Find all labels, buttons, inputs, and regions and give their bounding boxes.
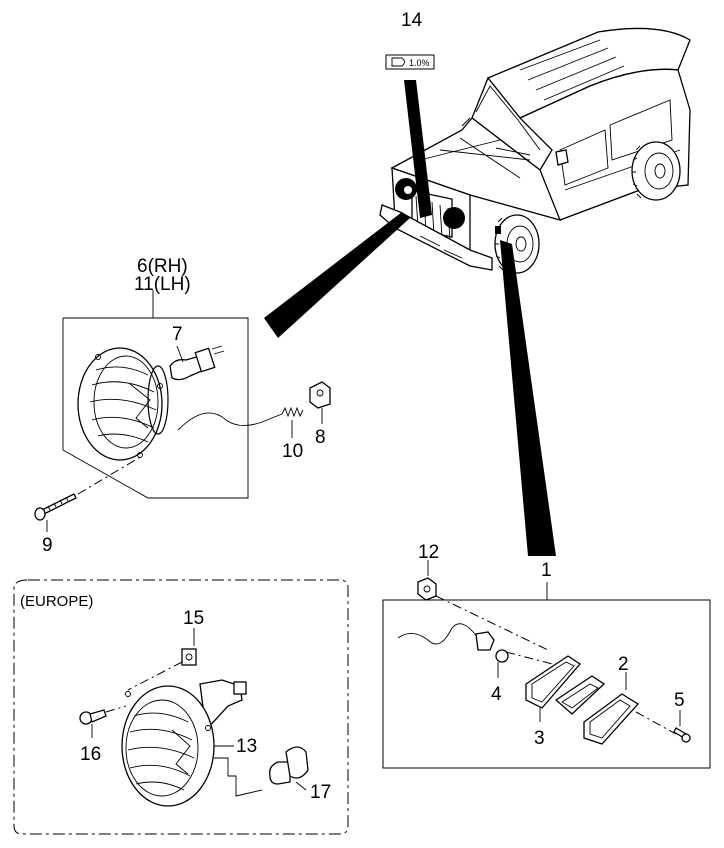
- leader-wedge-14: [404, 80, 432, 218]
- label-5: 5: [674, 690, 685, 711]
- screw-9: [34, 493, 77, 521]
- europe-label: (EUROPE): [20, 593, 93, 610]
- label-13: 13: [236, 736, 257, 757]
- headlamp-unit: [77, 347, 169, 461]
- europe-headlamp-13: [121, 679, 247, 807]
- leader-wedge-marker: [500, 240, 556, 556]
- bulb-4: [495, 649, 509, 663]
- gasket-3: [525, 655, 581, 709]
- bulb-17: [269, 746, 309, 785]
- label-14: 14: [401, 10, 423, 31]
- headlamp-box: [62, 290, 249, 499]
- label-16: 16: [80, 744, 101, 765]
- screw-16: [79, 709, 107, 725]
- badge-14: 1.0%: [385, 54, 435, 70]
- clip-12: [417, 577, 437, 601]
- label-12: 12: [418, 542, 439, 563]
- label-6: 6(RH): [137, 256, 188, 277]
- label-7: 7: [172, 324, 183, 345]
- label-4: 4: [491, 684, 502, 705]
- screw-5: [673, 727, 691, 743]
- spring-10: [281, 406, 304, 418]
- bulb-7: [169, 345, 225, 381]
- leader-wedge-headlamp: [264, 212, 410, 338]
- label-8: 8: [315, 427, 326, 448]
- label-3: 3: [534, 728, 545, 749]
- lens-2: [583, 693, 640, 745]
- label-9: 9: [42, 535, 53, 556]
- label-15: 15: [183, 608, 204, 629]
- europe-box: [13, 579, 349, 835]
- label-2: 2: [618, 654, 629, 675]
- lamp-housing: [554, 675, 606, 715]
- label-17: 17: [310, 782, 331, 803]
- marker-box: [382, 582, 711, 769]
- socket-8: [309, 381, 331, 409]
- wire-harness: [397, 623, 495, 651]
- badge-text: 1.0%: [409, 58, 430, 68]
- vehicle-illustration: [379, 27, 691, 274]
- label-10: 10: [282, 441, 303, 462]
- clip-15: [181, 648, 197, 666]
- label-11: 11(LH): [134, 274, 191, 295]
- label-1: 1: [541, 560, 552, 581]
